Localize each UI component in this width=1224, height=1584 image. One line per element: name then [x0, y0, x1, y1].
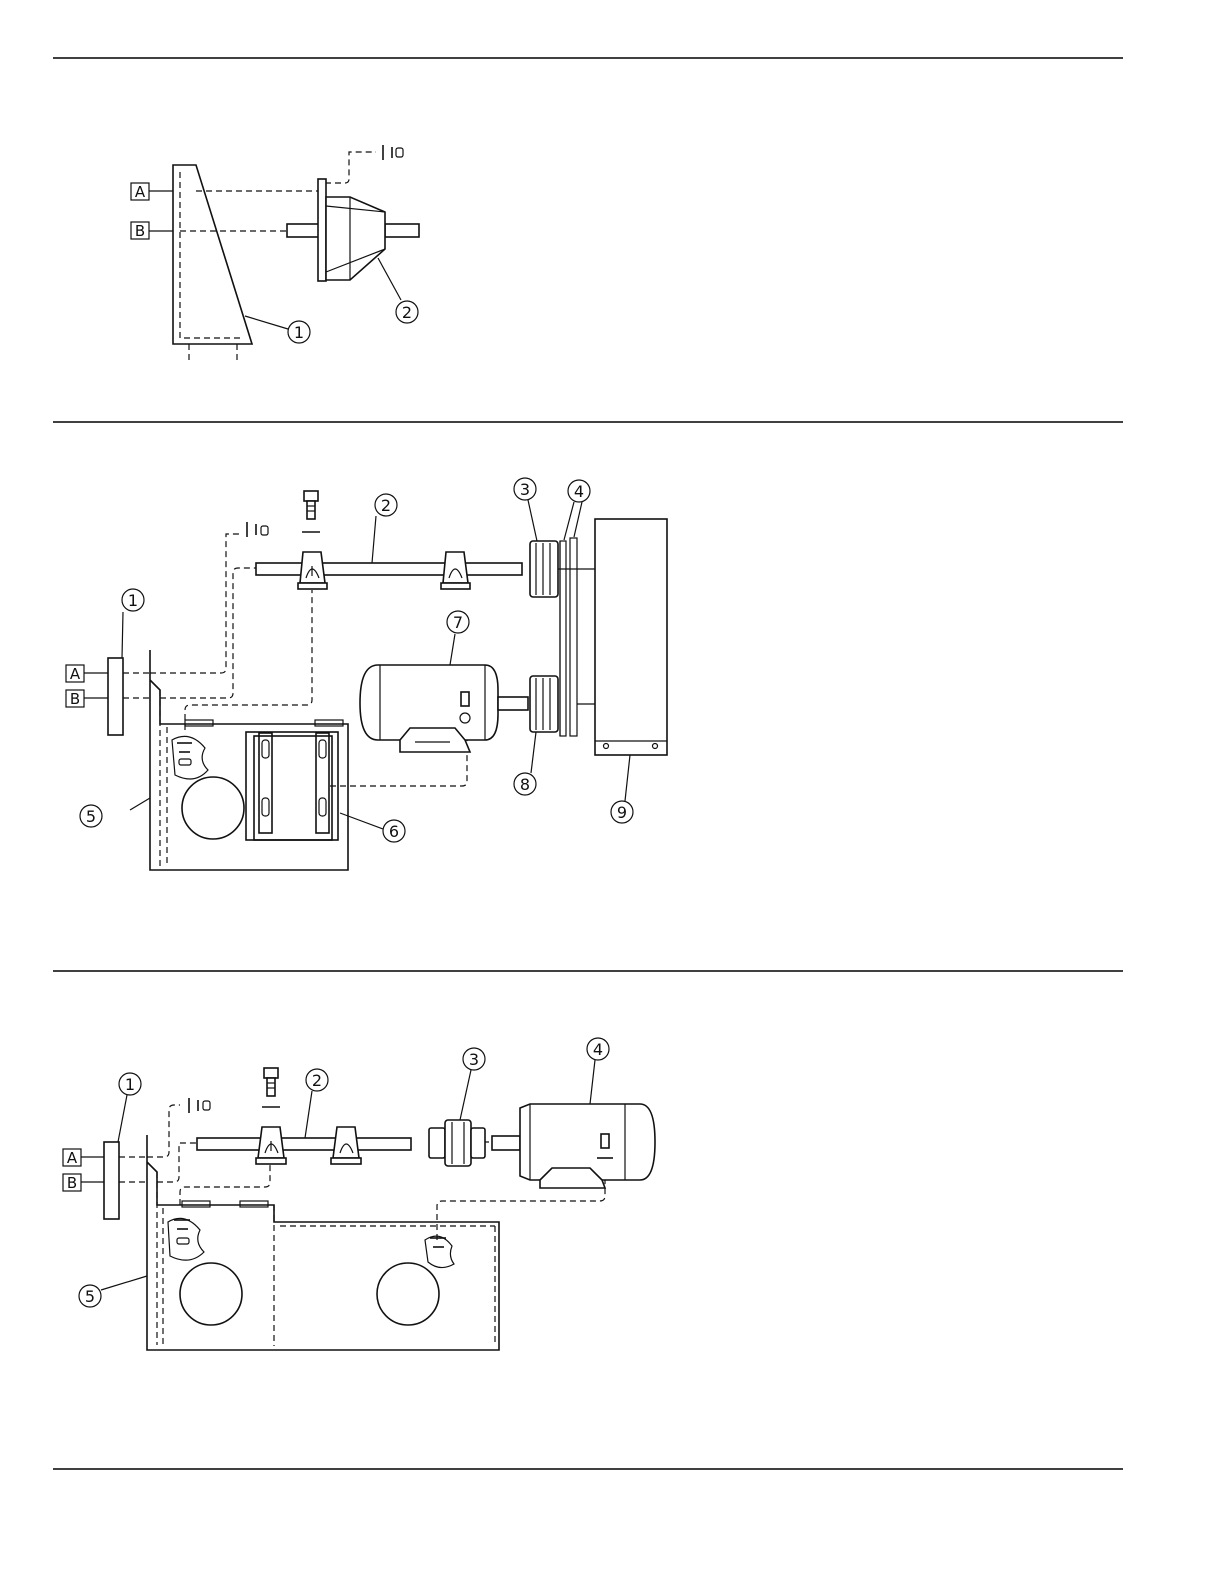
callout-9: 9	[611, 801, 633, 823]
label-a-box: A	[131, 183, 149, 201]
callout-4-number: 4	[593, 1040, 603, 1059]
shaft-coupling	[429, 1120, 485, 1166]
callout-3-number: 3	[520, 480, 530, 499]
bracket-plate	[108, 658, 123, 735]
callout-1: 1	[119, 1073, 141, 1095]
figure-1-bracket-and-bearing: A B	[131, 145, 419, 362]
callout-2-number: 2	[312, 1071, 322, 1090]
callout-8-number: 8	[520, 775, 530, 794]
belt-guard	[595, 519, 667, 755]
motor-slide-base	[246, 732, 338, 840]
callout-2-number: 2	[402, 303, 412, 322]
callout-4: 4	[568, 480, 590, 502]
bolt-washer-icon	[383, 145, 403, 160]
callout-4-number: 4	[574, 482, 584, 501]
electric-motor	[360, 665, 528, 752]
callout-1: 1	[288, 321, 310, 343]
callout-7: 7	[447, 611, 469, 633]
label-a-box: A	[66, 665, 84, 683]
pillow-block-bearing-1	[298, 552, 327, 589]
label-b-text: B	[135, 222, 145, 240]
callout-7-number: 7	[453, 613, 463, 632]
label-a-text: A	[70, 665, 81, 683]
callout-2-number: 2	[381, 496, 391, 515]
callout-5-number: 5	[85, 1287, 95, 1306]
tapered-mounting-bracket	[173, 165, 252, 362]
flange-bearing-assembly	[287, 179, 419, 281]
label-a-text: A	[67, 1149, 78, 1167]
label-b-box: B	[63, 1174, 81, 1192]
figure-3-direct-drive-assembly: A B	[63, 1038, 655, 1350]
label-b-box: B	[131, 222, 149, 240]
pillow-block-bearing-2	[441, 552, 470, 589]
hex-bolt-icon	[302, 491, 320, 532]
label-b-box: B	[66, 690, 84, 708]
callout-6-number: 6	[389, 822, 399, 841]
label-b-text: B	[70, 690, 80, 708]
bolt-washer-icon	[189, 1098, 210, 1113]
callout-1-number: 1	[128, 591, 138, 610]
driven-sheave	[530, 541, 595, 597]
callout-5: 5	[80, 805, 102, 827]
label-a-text: A	[135, 183, 146, 201]
drive-shaft	[256, 563, 522, 575]
callout-3: 3	[514, 478, 536, 500]
bolt-washer-icon	[247, 522, 268, 537]
callout-3: 3	[463, 1048, 485, 1070]
callout-1-number: 1	[125, 1075, 135, 1094]
callout-1-number: 1	[294, 323, 304, 342]
callout-4: 4	[587, 1038, 609, 1060]
callout-2: 2	[375, 494, 397, 516]
pillow-block-bearing-2	[331, 1127, 361, 1164]
figure-2-belt-drive-assembly: A B	[66, 478, 667, 870]
callout-5: 5	[79, 1285, 101, 1307]
callout-6: 6	[383, 820, 405, 842]
callout-5-number: 5	[86, 807, 96, 826]
v-belts	[560, 538, 577, 736]
base-frame	[150, 650, 348, 870]
label-b-text: B	[67, 1174, 77, 1192]
bracket-plate	[104, 1142, 119, 1219]
hex-bolt-icon	[262, 1068, 280, 1107]
callout-8: 8	[514, 773, 536, 795]
callout-2: 2	[306, 1069, 328, 1091]
callout-3-number: 3	[469, 1050, 479, 1069]
base-frame	[147, 1135, 499, 1350]
motor-sheave	[530, 676, 595, 732]
callout-9-number: 9	[617, 803, 627, 822]
label-a-box: A	[63, 1149, 81, 1167]
drive-shaft	[197, 1138, 411, 1150]
callout-1: 1	[122, 589, 144, 611]
callout-2: 2	[396, 301, 418, 323]
pillow-block-bearing-1	[256, 1127, 286, 1164]
electric-motor	[492, 1104, 655, 1188]
